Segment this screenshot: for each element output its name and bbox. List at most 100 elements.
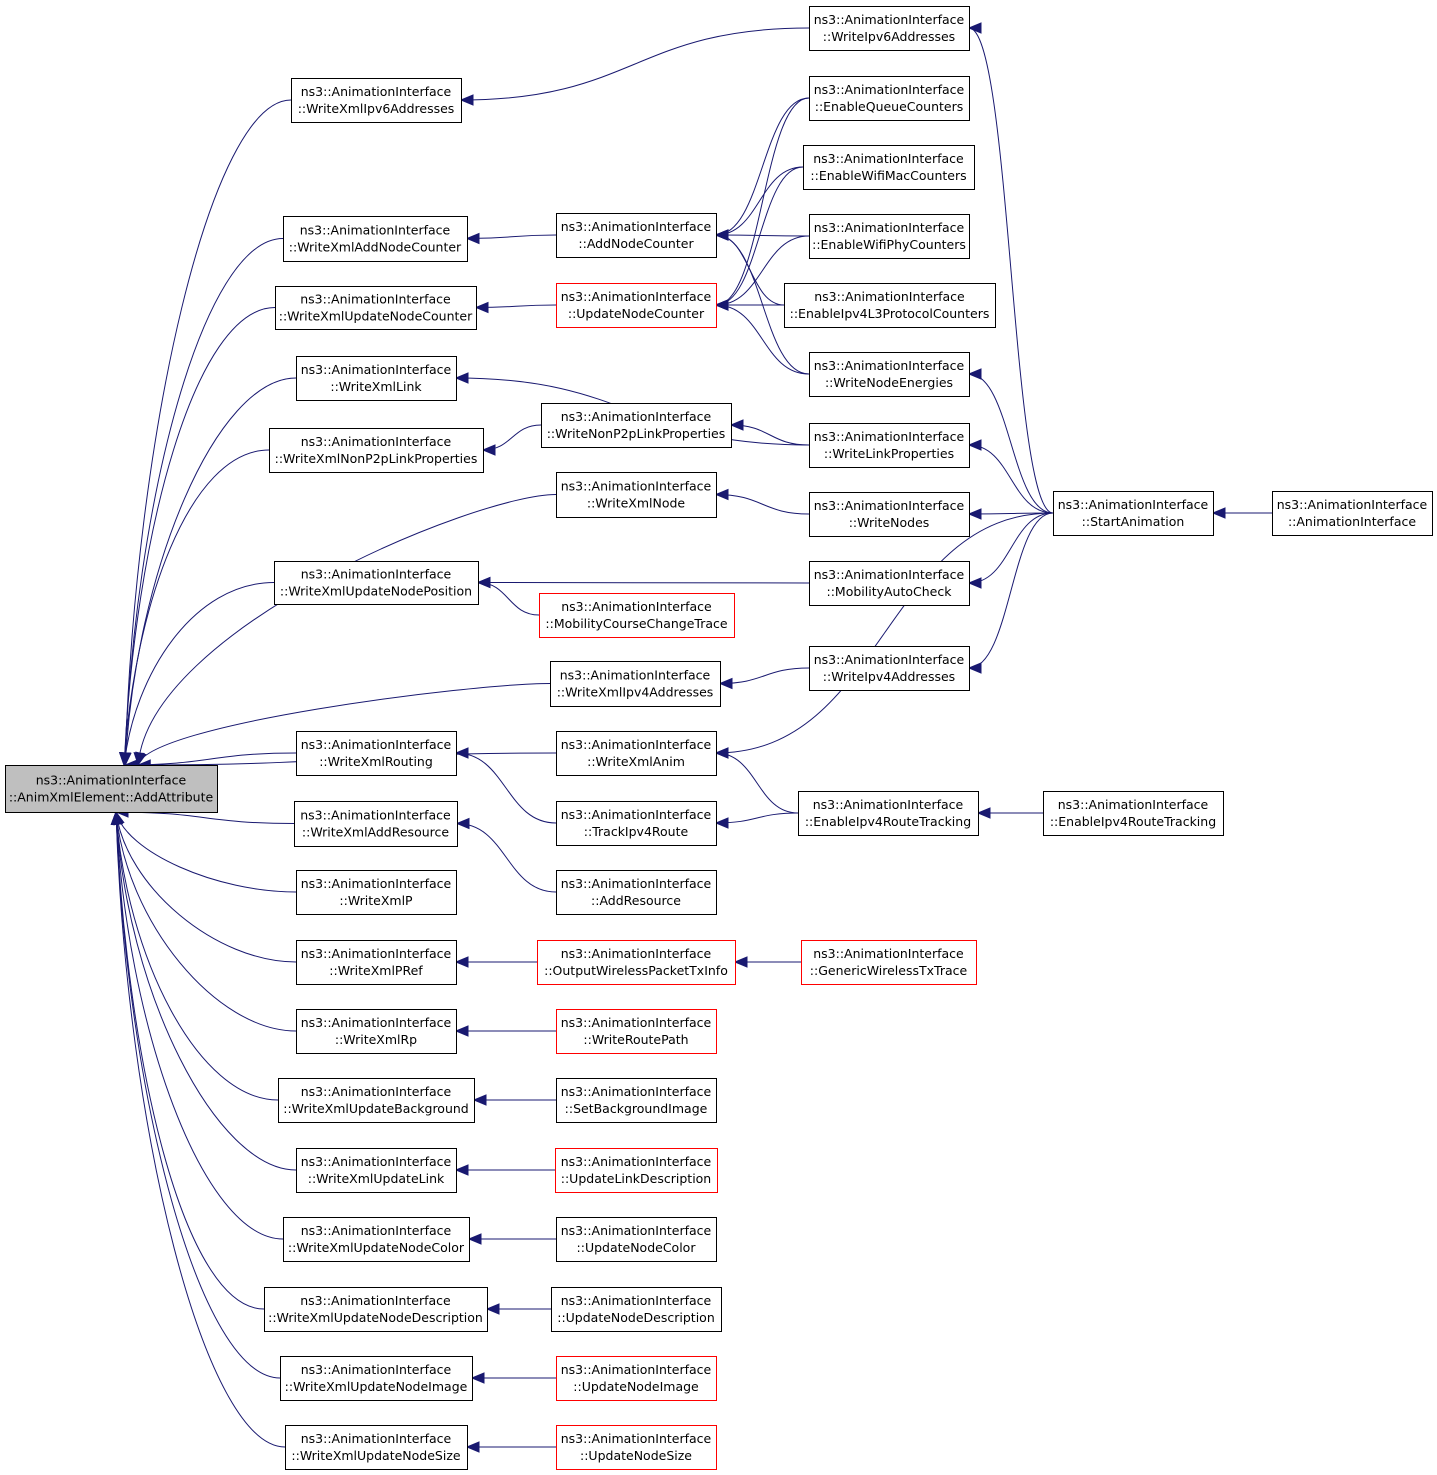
edge-eqc-to-unc bbox=[714, 97, 810, 311]
node-eirt1[interactable]: ns3::AnimationInterface::EnableIpv4Route… bbox=[798, 791, 979, 836]
node-ewpc[interactable]: ns3::AnimationInterface::EnableWifiPhyCo… bbox=[809, 214, 970, 259]
node-label-line2: ::EnableWifiPhyCounters bbox=[812, 237, 966, 252]
node-wxipv6[interactable]: ns3::AnimationInterface::WriteXmlIpv6Add… bbox=[291, 78, 462, 123]
node-wxunco[interactable]: ns3::AnimationInterface::WriteXmlUpdateN… bbox=[283, 1217, 470, 1262]
node-label-line2: ::MobilityAutoCheck bbox=[827, 584, 953, 599]
node-wxnode[interactable]: ns3::AnimationInterface::WriteXmlNode bbox=[556, 472, 717, 518]
node-label-line2: ::WriteXmlUpdateNodeImage bbox=[285, 1379, 468, 1394]
node-wxanim[interactable]: ns3::AnimationInterface::WriteXmlAnim bbox=[556, 731, 717, 776]
node-wxanc[interactable]: ns3::AnimationInterface::WriteXmlAddNode… bbox=[283, 216, 468, 262]
node-anc[interactable]: ns3::AnimationInterface::AddNodeCounter bbox=[556, 213, 717, 258]
node-und[interactable]: ns3::AnimationInterface::UpdateNodeDescr… bbox=[551, 1287, 722, 1332]
node-label-line1: ns3::AnimationInterface bbox=[301, 434, 452, 449]
node-wxubg[interactable]: ns3::AnimationInterface::WriteXmlUpdateB… bbox=[278, 1078, 475, 1123]
node-wrp[interactable]: ns3::AnimationInterface::WriteRoutePath bbox=[556, 1009, 717, 1054]
edge-addres-to-wxaddres bbox=[455, 817, 557, 893]
node-wxul[interactable]: ns3::AnimationInterface::WriteXmlUpdateL… bbox=[296, 1148, 457, 1193]
node-label-line1: ns3::AnimationInterface bbox=[561, 737, 712, 752]
node-wxuns[interactable]: ns3::AnimationInterface::WriteXmlUpdateN… bbox=[285, 1425, 468, 1470]
node-wxpref[interactable]: ns3::AnimationInterface::WriteXmlPRef bbox=[296, 940, 457, 985]
edge-wlp-to-wnp2p bbox=[729, 419, 810, 446]
node-box bbox=[278, 1078, 475, 1123]
node-label-line1: ns3::AnimationInterface bbox=[301, 1223, 452, 1238]
node-wxuni[interactable]: ns3::AnimationInterface::WriteXmlUpdateN… bbox=[280, 1356, 473, 1401]
node-wxunp[interactable]: ns3::AnimationInterface::WriteXmlUpdateN… bbox=[274, 561, 479, 605]
node-mac[interactable]: ns3::AnimationInterface::MobilityAutoChe… bbox=[809, 561, 970, 606]
node-wnp2p[interactable]: ns3::AnimationInterface::WriteNonP2pLink… bbox=[541, 403, 732, 448]
node-uni[interactable]: ns3::AnimationInterface::UpdateNodeImage bbox=[556, 1356, 717, 1401]
node-wne[interactable]: ns3::AnimationInterface::WriteNodeEnergi… bbox=[809, 352, 970, 397]
node-wlp[interactable]: ns3::AnimationInterface::WriteLinkProper… bbox=[809, 423, 970, 468]
node-label-line2: ::MobilityCourseChangeTrace bbox=[545, 616, 727, 631]
node-wxnp2p[interactable]: ns3::AnimationInterface::WriteXmlNonP2pL… bbox=[269, 428, 484, 473]
node-wnodes[interactable]: ns3::AnimationInterface::WriteNodes bbox=[809, 492, 970, 537]
node-wxrp[interactable]: ns3::AnimationInterface::WriteXmlRp bbox=[296, 1009, 457, 1054]
node-eipl3[interactable]: ns3::AnimationInterface::EnableIpv4L3Pro… bbox=[784, 283, 996, 328]
edge-wxpref-to-addattr bbox=[111, 810, 297, 963]
node-box bbox=[1043, 791, 1224, 836]
edge-wipv6-to-wxipv6 bbox=[459, 27, 810, 106]
node-label-line2: ::WriteXmlUpdateBackground bbox=[283, 1101, 468, 1116]
node-box bbox=[285, 1425, 468, 1470]
node-label-line2: ::EnableIpv4L3ProtocolCounters bbox=[790, 306, 990, 321]
node-label-line1: ns3::AnimationInterface bbox=[814, 429, 965, 444]
node-label-line1: ns3::AnimationInterface bbox=[1058, 797, 1209, 812]
node-box bbox=[296, 731, 457, 776]
node-box bbox=[294, 801, 458, 847]
edge-wxnp2p-to-addattr bbox=[118, 449, 270, 767]
node-ctor[interactable]: ns3::AnimationInterface::AnimationInterf… bbox=[1272, 491, 1433, 536]
node-wxund[interactable]: ns3::AnimationInterface::WriteXmlUpdateN… bbox=[264, 1287, 488, 1332]
node-start[interactable]: ns3::AnimationInterface::StartAnimation bbox=[1053, 491, 1214, 536]
node-box bbox=[809, 214, 970, 259]
node-box bbox=[283, 216, 468, 262]
node-gwtt[interactable]: ns3::AnimationInterface::GenericWireless… bbox=[801, 940, 977, 985]
node-label-line2: ::AddNodeCounter bbox=[578, 236, 694, 251]
node-eirt2[interactable]: ns3::AnimationInterface::EnableIpv4Route… bbox=[1043, 791, 1224, 836]
node-box bbox=[1272, 491, 1433, 536]
node-unco[interactable]: ns3::AnimationInterface::UpdateNodeColor bbox=[556, 1217, 717, 1262]
node-box bbox=[556, 870, 717, 915]
node-addattr[interactable]: ns3::AnimationInterface::AnimXmlElement:… bbox=[5, 765, 218, 813]
node-wxaddres[interactable]: ns3::AnimationInterface::WriteXmlAddReso… bbox=[294, 801, 458, 847]
node-track[interactable]: ns3::AnimationInterface::TrackIpv4Route bbox=[556, 801, 717, 846]
node-unc[interactable]: ns3::AnimationInterface::UpdateNodeCount… bbox=[556, 283, 717, 328]
node-label-line2: ::UpdateNodeImage bbox=[573, 1379, 699, 1394]
node-box bbox=[274, 561, 479, 605]
edge-gwtt-to-owpti bbox=[733, 956, 801, 968]
node-ewmc[interactable]: ns3::AnimationInterface::EnableWifiMacCo… bbox=[803, 145, 975, 190]
node-wipv6[interactable]: ns3::AnimationInterface::WriteIpv6Addres… bbox=[809, 6, 970, 51]
node-label-line1: ns3::AnimationInterface bbox=[301, 1362, 452, 1377]
node-uld[interactable]: ns3::AnimationInterface::UpdateLinkDescr… bbox=[555, 1148, 718, 1193]
node-label-line2: ::WriteLinkProperties bbox=[824, 446, 954, 461]
node-eqc[interactable]: ns3::AnimationInterface::EnableQueueCoun… bbox=[809, 76, 970, 121]
node-wipv4[interactable]: ns3::AnimationInterface::WriteIpv4Addres… bbox=[809, 646, 970, 691]
node-box bbox=[539, 593, 735, 638]
node-box bbox=[556, 801, 717, 846]
node-wxp[interactable]: ns3::AnimationInterface::WriteXmlP bbox=[296, 870, 457, 915]
edge-wnodes-to-wxnode bbox=[714, 488, 810, 515]
node-addres[interactable]: ns3::AnimationInterface::AddResource bbox=[556, 870, 717, 915]
node-label-line1: ns3::AnimationInterface bbox=[814, 652, 965, 667]
node-label-line2: ::WriteXmlNode bbox=[587, 496, 686, 511]
node-label-line1: ns3::AnimationInterface bbox=[301, 737, 452, 752]
node-uns[interactable]: ns3::AnimationInterface::UpdateNodeSize bbox=[556, 1425, 717, 1470]
edge-wrp-to-wxrp bbox=[454, 1025, 556, 1037]
node-mcct[interactable]: ns3::AnimationInterface::MobilityCourseC… bbox=[539, 593, 735, 638]
node-label-line1: ns3::AnimationInterface bbox=[300, 292, 451, 307]
node-label-line1: ns3::AnimationInterface bbox=[561, 289, 712, 304]
node-wxipv4[interactable]: ns3::AnimationInterface::WriteXmlIpv4Add… bbox=[550, 661, 721, 707]
node-wxlink[interactable]: ns3::AnimationInterface::WriteXmlLink bbox=[296, 356, 457, 401]
edge-wxunp-to-addattr bbox=[119, 582, 275, 767]
node-sbg[interactable]: ns3::AnimationInterface::SetBackgroundIm… bbox=[556, 1078, 717, 1123]
node-wxrouting[interactable]: ns3::AnimationInterface::WriteXmlRouting bbox=[296, 731, 457, 776]
edge-wxrp-to-addattr bbox=[111, 810, 297, 1032]
node-box bbox=[541, 403, 732, 448]
edge-start-to-wipv6 bbox=[967, 22, 1054, 514]
node-label-line2: ::WriteNodes bbox=[849, 515, 930, 530]
node-label-line2: ::WriteXmlIpv4Addresses bbox=[557, 685, 714, 700]
node-owpti[interactable]: ns3::AnimationInterface::OutputWirelessP… bbox=[537, 940, 736, 985]
node-box bbox=[801, 940, 977, 985]
node-label-line1: ns3::AnimationInterface bbox=[561, 1223, 712, 1238]
node-wxunc[interactable]: ns3::AnimationInterface::WriteXmlUpdateN… bbox=[275, 286, 477, 330]
node-box bbox=[803, 145, 975, 190]
